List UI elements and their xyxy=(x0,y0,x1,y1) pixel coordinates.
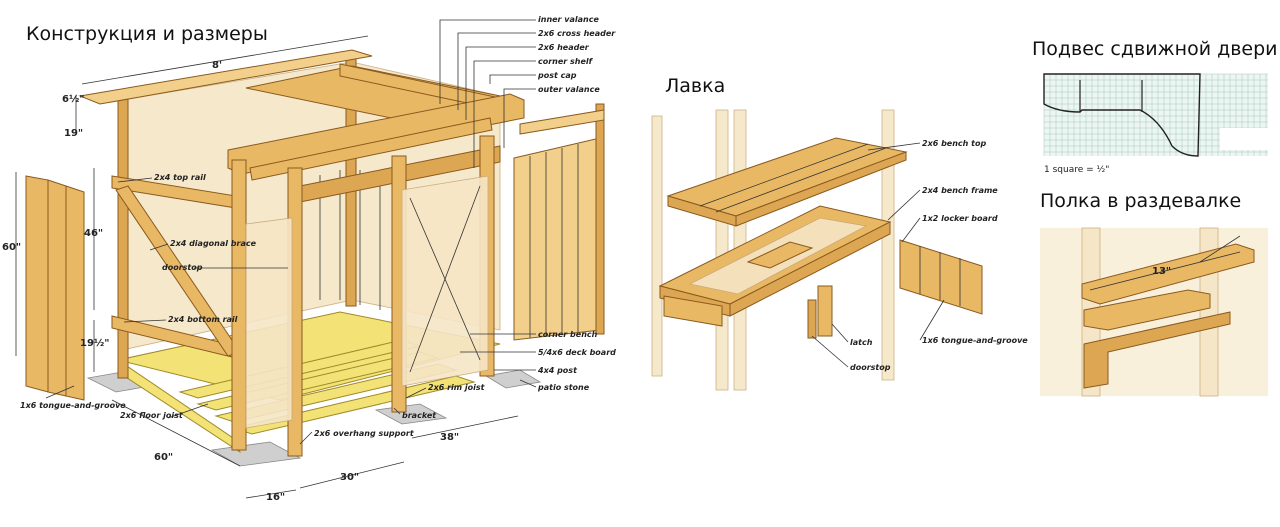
main-labels: inner valance 2x6 cross header 2x6 heade… xyxy=(20,15,616,438)
dim-19: 19" xyxy=(64,128,83,139)
shelf-title: Полка в раздевалке xyxy=(1040,190,1241,212)
label-bottom-rail: 2x4 bottom rail xyxy=(168,315,238,324)
dim-19-5: 19½" xyxy=(80,338,109,349)
label-corner-shelf: corner shelf xyxy=(538,57,594,66)
side-door-slats xyxy=(529,144,579,338)
side-door-post xyxy=(595,103,605,335)
label-bench-tongue-groove: 1x6 tongue-and-groove xyxy=(922,336,1028,345)
shelf-dim: 13" xyxy=(1152,266,1171,277)
label-bench-top: 2x6 bench top xyxy=(922,139,986,148)
label-post: 4x4 post xyxy=(537,366,578,375)
label-bracket: bracket xyxy=(402,411,437,420)
main-leaders xyxy=(45,19,537,445)
label-deck-board: 5/4x6 deck board xyxy=(538,348,616,357)
label-inner-valance: inner valance xyxy=(538,15,599,24)
side-door-panel xyxy=(513,137,601,341)
main-title: Конструкция и размеры xyxy=(26,23,268,45)
tongue-groove-boards xyxy=(25,175,85,401)
dim-38: 38" xyxy=(440,432,459,443)
door-hanger-title: Подвес сдвижной двери xyxy=(1032,38,1278,60)
label-bench-doorstop: doorstop xyxy=(850,363,891,372)
patio-stone-shape xyxy=(210,441,302,467)
dim-46: 46" xyxy=(84,228,103,239)
bench-post-ghost xyxy=(651,115,663,377)
label-rim-joist: 2x6 rim joist xyxy=(428,383,486,392)
bench-detail xyxy=(651,109,983,391)
dim-60-side: 60" xyxy=(2,242,21,253)
bench-labels: 2x6 bench top 2x4 bench frame 1x2 locker… xyxy=(850,139,1028,372)
dim-6-5: 6½" xyxy=(62,94,85,105)
hanger-scale: 1 square = ½" xyxy=(1044,165,1109,175)
doorstop-panel xyxy=(245,217,293,429)
label-floor-joist: 2x6 floor joist xyxy=(120,411,184,420)
side-door-top xyxy=(519,109,605,135)
bench-post-ghost xyxy=(881,109,895,381)
dimension-labels: 8' 6½" 19" 46" 19½" 60" 60" 30" 38" 16" xyxy=(2,60,459,503)
patio-stone-shape xyxy=(484,369,542,389)
label-corner-bench: corner bench xyxy=(538,330,598,339)
label-cross-header: 2x6 cross header xyxy=(538,29,616,38)
post-front-left xyxy=(231,159,247,451)
label-bench-frame: 2x4 bench frame xyxy=(922,186,998,195)
label-outer-valance: outer valance xyxy=(538,85,600,94)
hanger-profile xyxy=(1043,73,1201,157)
bench-frame-end xyxy=(663,295,723,327)
dim-16: 16" xyxy=(266,492,285,503)
shower-structure xyxy=(25,49,605,467)
locker-board xyxy=(899,239,983,315)
top-rail-back xyxy=(78,49,373,105)
dim-width: 8' xyxy=(212,60,222,71)
inner-valance xyxy=(249,117,493,181)
label-header: 2x6 header xyxy=(538,43,590,52)
shelf-detail: 13" xyxy=(1040,227,1268,397)
bench-leaders xyxy=(811,142,945,368)
post-rear-left xyxy=(117,95,129,379)
dim-60-bottom: 60" xyxy=(154,452,173,463)
label-patio-stone: patio stone xyxy=(537,383,590,392)
label-latch: latch xyxy=(850,338,873,347)
bench-post-ghost xyxy=(715,109,729,391)
shelf-cleat xyxy=(1083,311,1231,389)
label-tongue-groove: 1x6 tongue-and-groove xyxy=(20,401,126,410)
bench-title: Лавка xyxy=(665,75,725,97)
doorstop-block xyxy=(807,299,817,339)
latch xyxy=(817,285,833,337)
label-overhang-support: 2x6 overhang support xyxy=(314,429,415,438)
sliding-door xyxy=(401,175,489,387)
label-diagonal-brace: 2x4 diagonal brace xyxy=(170,239,257,248)
dim-30: 30" xyxy=(340,472,359,483)
label-post-cap: post cap xyxy=(537,71,577,80)
door-hanger-detail: 1 square = ½" xyxy=(1043,73,1268,175)
label-doorstop: doorstop xyxy=(162,263,203,272)
label-locker-board: 1x2 locker board xyxy=(922,214,998,223)
front-header xyxy=(227,93,525,175)
dimension-lines xyxy=(15,35,519,499)
label-top-rail: 2x4 top rail xyxy=(154,173,206,182)
shelf-board-lower xyxy=(1083,289,1211,331)
